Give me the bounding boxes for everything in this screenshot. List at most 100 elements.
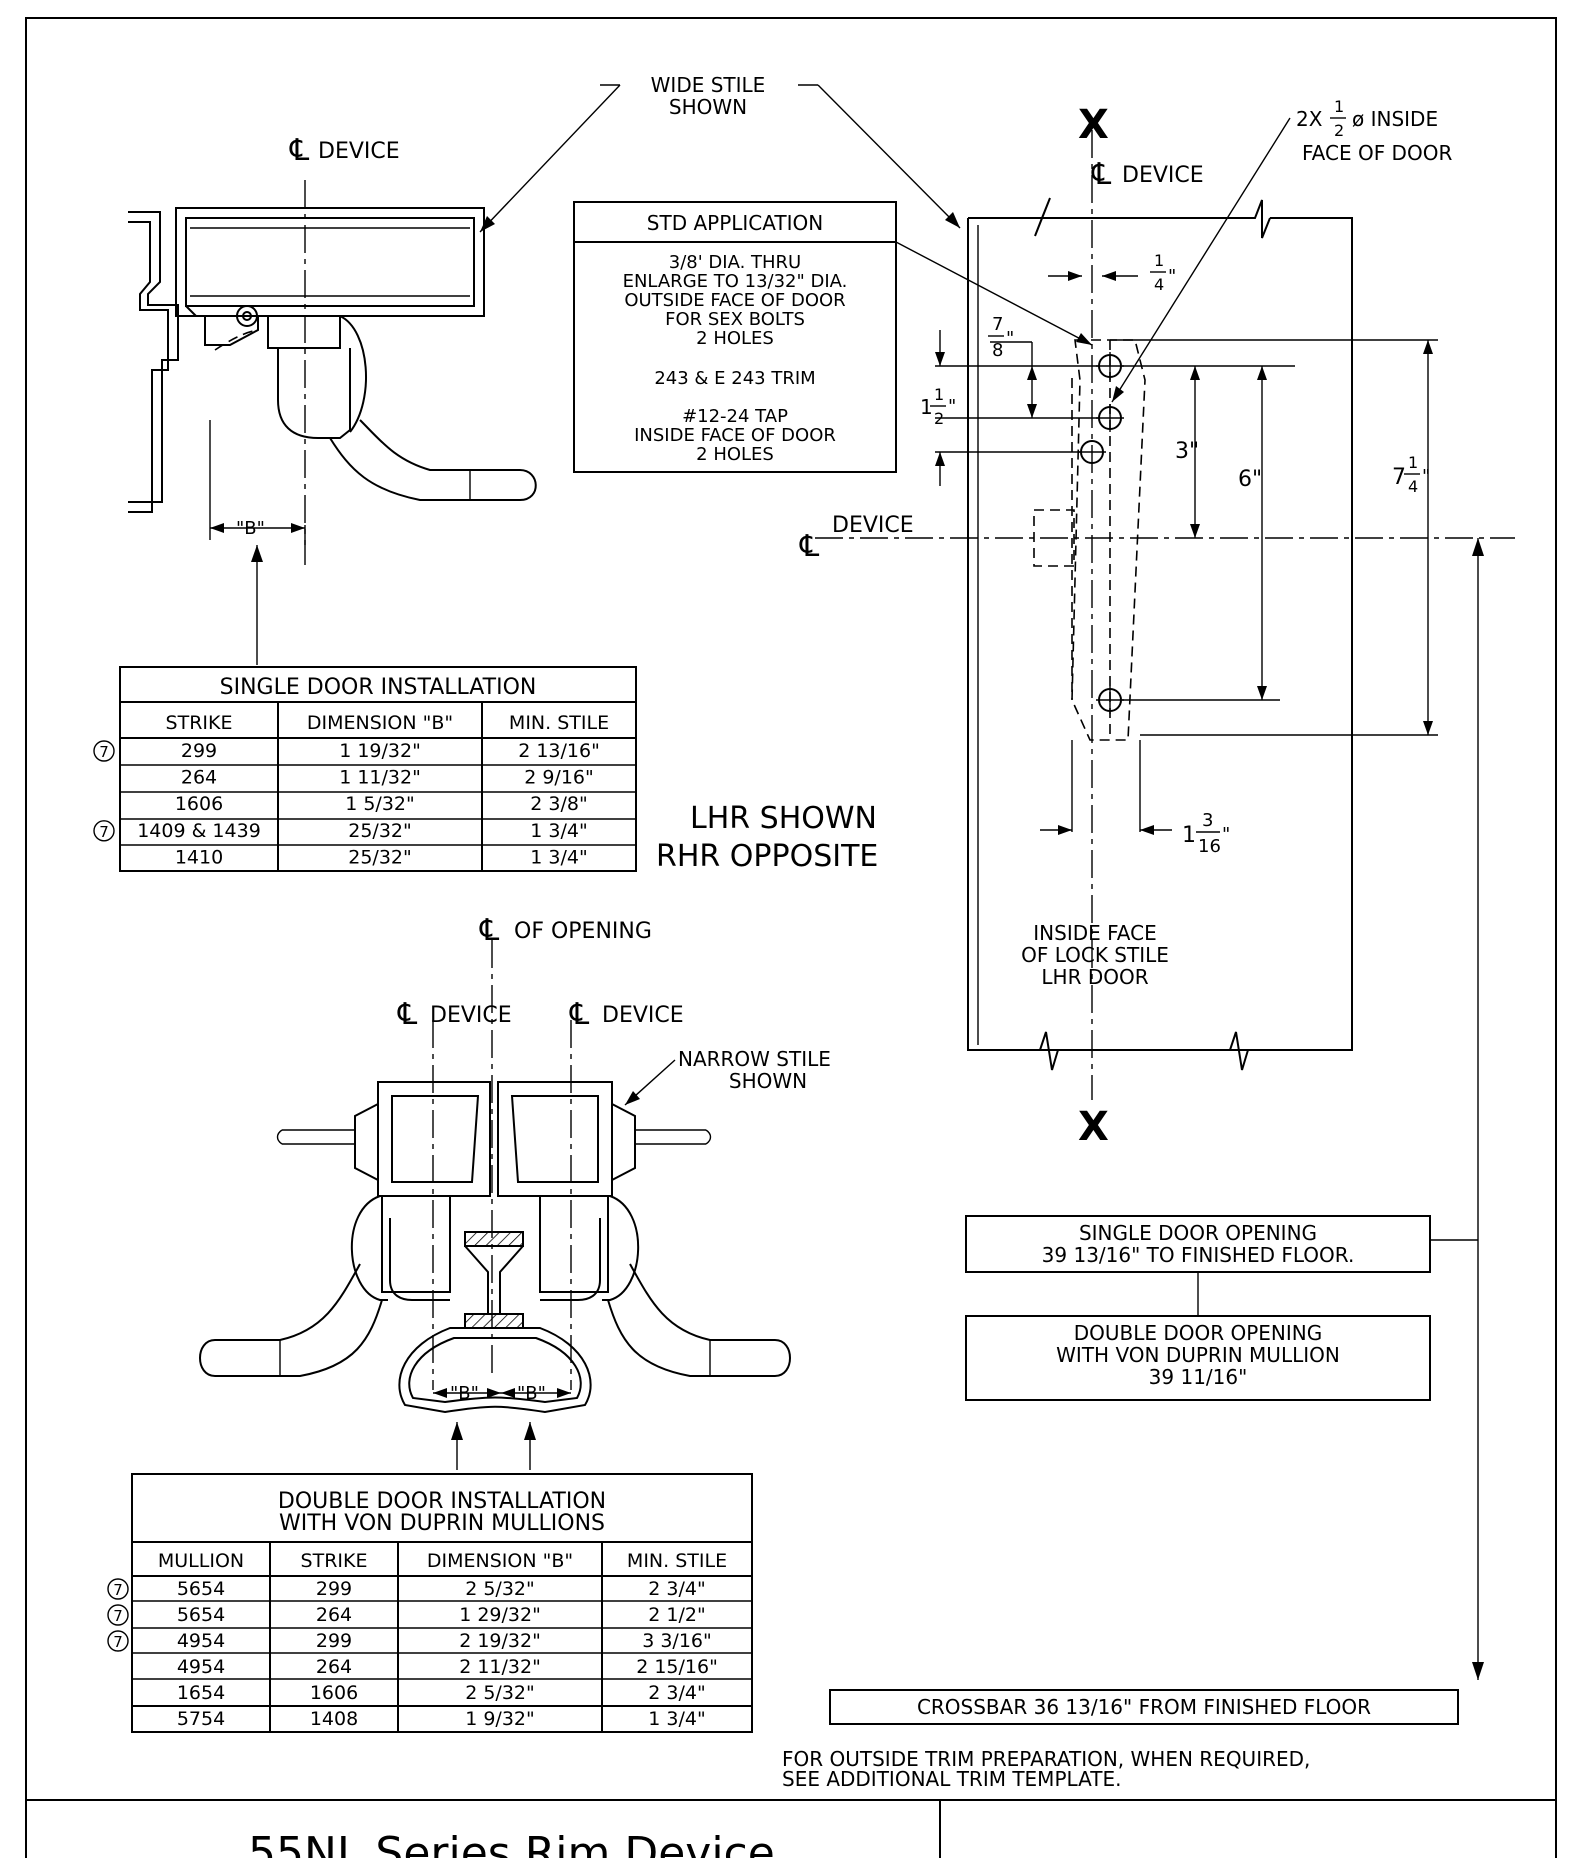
note-mark-number: 7	[99, 743, 109, 761]
dim-7-8-num: 7	[992, 314, 1003, 335]
dim-1-1-2-whole: 1	[920, 395, 933, 419]
dim-b-label-1: "B"	[236, 518, 265, 539]
device-label-5: DEVICE	[602, 1003, 684, 1028]
double-row-mullion: 1654	[177, 1682, 225, 1704]
double-row-dim-b: 1 9/32"	[465, 1708, 535, 1730]
sheet-border	[25, 17, 1557, 1858]
wide-stile-label-2: SHOWN	[669, 95, 747, 119]
holes-frac-num: 1	[1334, 97, 1344, 116]
dim-1-3-16-inch: "	[1222, 824, 1230, 845]
cl-symbol-3: ℄	[799, 529, 819, 564]
double-opening-2: WITH VON DUPRIN MULLION	[1056, 1343, 1340, 1367]
dim-quarter-inch: "	[1168, 266, 1176, 287]
std-app-line: 2 HOLES	[696, 444, 774, 465]
single-row-min-stile: 1 3/4"	[530, 820, 587, 842]
double-table-header: MULLION	[158, 1550, 244, 1572]
note-mark-number: 7	[99, 823, 109, 841]
std-app-line: 2 HOLES	[696, 328, 774, 349]
std-app-line: 3/8' DIA. THRU	[669, 252, 801, 273]
device-label-3: DEVICE	[832, 513, 914, 538]
device-label-1: DEVICE	[318, 139, 400, 164]
single-table-header: MIN. STILE	[509, 712, 609, 734]
note-mark-circle	[93, 740, 115, 762]
single-door-table	[119, 666, 637, 872]
note-mark-number: 7	[113, 1633, 123, 1651]
dim-quarter-num: 1	[1154, 251, 1164, 270]
double-row-strike: 299	[316, 1578, 352, 1600]
dim-1-3-16-whole: 1	[1182, 823, 1196, 848]
lock-stile-elevation	[815, 117, 1515, 1680]
holes-qty: 2X	[1296, 107, 1323, 131]
dim-7-8-inch: "	[1006, 328, 1014, 349]
wide-stile-label-1: WIDE STILE	[651, 73, 766, 97]
double-row-dim-b: 1 29/32"	[459, 1604, 541, 1626]
crossbar-note: CROSSBAR 36 13/16" FROM FINISHED FLOOR	[917, 1695, 1371, 1719]
wide-stile-section	[128, 180, 537, 565]
single-row-strike: 1606	[175, 793, 223, 815]
dim-7-1-4-inch: "	[1422, 466, 1430, 487]
single-row-strike: 1410	[175, 846, 223, 868]
note-mark-number: 7	[113, 1581, 123, 1599]
single-row-min-stile: 2 3/8"	[530, 793, 587, 815]
std-app-line: 243 & E 243 TRIM	[654, 368, 815, 389]
std-app-line: OUTSIDE FACE OF DOOR	[624, 290, 845, 311]
std-app-line: FOR SEX BOLTS	[665, 309, 805, 330]
double-row-min-stile: 2 1/2"	[648, 1604, 705, 1626]
double-row-min-stile: 2 3/4"	[648, 1682, 705, 1704]
double-door-table	[131, 1473, 753, 1733]
dim-7-8-den: 8	[992, 340, 1003, 361]
dim-b-label-3: "B"	[517, 1383, 546, 1404]
note-boxes	[829, 1215, 1459, 1725]
cl-symbol-4: ℄	[479, 913, 499, 948]
double-opening-3: 39 11/16"	[1149, 1365, 1248, 1389]
single-row-dim-b: 1 5/32"	[345, 793, 415, 815]
single-row-min-stile: 2 13/16"	[518, 740, 600, 762]
double-row-mullion: 4954	[177, 1630, 225, 1652]
note-mark-number: 7	[113, 1607, 123, 1625]
cl-symbol-2: ℄	[1091, 157, 1111, 192]
double-table-header: DIMENSION "B"	[427, 1550, 573, 1572]
double-row-strike: 299	[316, 1630, 352, 1652]
double-row-dim-b: 2 11/32"	[459, 1656, 541, 1678]
std-app-header: STD APPLICATION	[647, 211, 823, 235]
double-row-mullion: 4954	[177, 1656, 225, 1678]
note-mark-circle	[107, 1630, 129, 1652]
double-row-min-stile: 1 3/4"	[648, 1708, 705, 1730]
double-opening-1: DOUBLE DOOR OPENING	[1074, 1321, 1323, 1345]
dim-6-inch: 6"	[1238, 467, 1262, 492]
double-row-min-stile: 2 15/16"	[636, 1656, 718, 1678]
double-row-dim-b: 2 5/32"	[465, 1682, 535, 1704]
device-label-4: DEVICE	[430, 1003, 512, 1028]
holes-face: FACE OF DOOR	[1302, 141, 1452, 165]
hand-opposite: RHR OPPOSITE	[656, 839, 878, 874]
cl-symbol-1: ℄	[289, 133, 309, 168]
holes-frac-den: 2	[1334, 121, 1344, 140]
single-row-dim-b: 25/32"	[348, 846, 412, 868]
dim-1-1-2-den: 2	[934, 409, 944, 428]
double-row-min-stile: 2 3/4"	[648, 1578, 705, 1600]
dim-quarter-den: 4	[1154, 275, 1164, 294]
holes-dia: ø INSIDE	[1352, 107, 1438, 131]
narrow-stile-label-2: SHOWN	[729, 1069, 807, 1093]
double-row-mullion: 5654	[177, 1578, 225, 1600]
of-opening-label: OF OPENING	[514, 919, 652, 944]
mullion-section	[199, 940, 791, 1470]
double-row-mullion: 5754	[177, 1708, 225, 1730]
double-table-title-1: DOUBLE DOOR INSTALLATION	[278, 1489, 606, 1514]
cl-symbol-6: ℄	[569, 997, 589, 1032]
dim-7-1-4-whole: 7	[1392, 465, 1406, 490]
series-title: 55NL Series Rim Device	[248, 1828, 775, 1858]
dim-1-3-16-num: 3	[1202, 810, 1213, 831]
section-mark-bottom: X	[1078, 1104, 1109, 1150]
std-app-line: INSIDE FACE OF DOOR	[634, 425, 836, 446]
dim-7-1-4-den: 4	[1408, 477, 1418, 496]
device-label-2: DEVICE	[1122, 163, 1204, 188]
section-mark-top: X	[1078, 102, 1109, 148]
double-row-strike: 264	[316, 1604, 352, 1626]
single-row-min-stile: 2 9/16"	[524, 767, 594, 789]
single-row-dim-b: 1 11/32"	[339, 767, 421, 789]
double-table-header: MIN. STILE	[627, 1550, 727, 1572]
double-row-min-stile: 3 3/16"	[642, 1630, 712, 1652]
dim-3-inch: 3"	[1175, 439, 1199, 464]
